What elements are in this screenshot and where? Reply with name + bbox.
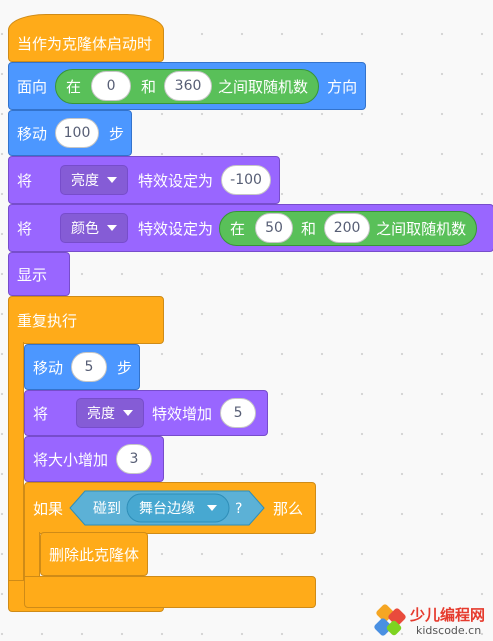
set-prefix-label: 将 xyxy=(17,171,33,190)
touching-label: 碰到 xyxy=(93,501,121,517)
change-effect-block[interactable]: 将 亮度 特效增加 5 xyxy=(24,390,268,436)
change-effect-value-input[interactable]: 5 xyxy=(220,398,257,428)
color-effect-dropdown[interactable]: 颜色 xyxy=(60,213,129,243)
random-post-label-2: 之间取随机数 xyxy=(376,219,467,238)
delete-clone-block[interactable]: 删除此克隆体 xyxy=(40,532,148,576)
if-footer[interactable] xyxy=(24,576,316,608)
forever-arm xyxy=(8,342,24,582)
random-and-label-2: 和 xyxy=(301,219,317,238)
watermark-brand: 少儿编程网 xyxy=(410,606,486,624)
delete-clone-label: 删除此克隆体 xyxy=(49,545,140,564)
question-label: ? xyxy=(235,501,242,517)
change-size-block[interactable]: 将大小增加 3 xyxy=(24,436,164,482)
random-and-label: 和 xyxy=(141,77,157,96)
move-steps-block-inner[interactable]: 移动 5 步 xyxy=(24,344,140,390)
point-in-direction-block[interactable]: 面向 在 0 和 360 之间取随机数 方向 xyxy=(8,62,366,110)
set-effect-label-2: 特效设定为 xyxy=(138,219,214,238)
forever-label: 重复执行 xyxy=(17,311,78,330)
change-prefix-label: 将 xyxy=(33,404,49,423)
if-arm xyxy=(24,532,40,578)
change-size-label: 将大小增加 xyxy=(33,450,109,469)
change-effect-dropdown[interactable]: 亮度 xyxy=(76,398,145,428)
chevron-down-icon xyxy=(107,225,118,231)
pick-random-reporter[interactable]: 在 0 和 360 之间取随机数 xyxy=(55,68,320,104)
random-in-label-2: 在 xyxy=(230,219,246,238)
show-block[interactable]: 显示 xyxy=(8,252,70,296)
move-label-inner: 移动 xyxy=(33,358,64,377)
move-steps-input-inner[interactable]: 5 xyxy=(71,352,108,382)
random-from-input[interactable]: 0 xyxy=(91,71,132,101)
set-effect-label: 特效设定为 xyxy=(138,171,214,190)
move-steps-block[interactable]: 移动 100 步 xyxy=(8,110,132,156)
hat-label: 当作为克隆体启动时 xyxy=(17,34,153,53)
set-prefix-label-2: 将 xyxy=(17,219,33,238)
steps-label: 步 xyxy=(109,124,125,143)
change-effect-dropdown-value: 亮度 xyxy=(87,406,116,422)
chevron-down-icon xyxy=(123,410,134,416)
change-effect-label: 特效增加 xyxy=(152,404,213,423)
forever-header[interactable]: 重复执行 xyxy=(8,296,164,344)
chevron-down-icon xyxy=(207,505,218,511)
when-start-as-clone-hat[interactable]: 当作为克隆体启动时 xyxy=(8,14,164,62)
kidscode-logo-icon xyxy=(374,604,406,636)
color-effect-dropdown-value: 颜色 xyxy=(71,221,100,237)
then-label: 那么 xyxy=(273,499,304,518)
touching-reporter[interactable]: 碰到 舞台边缘 ? xyxy=(69,490,265,526)
watermark-domain: kidscode.cn xyxy=(416,624,482,637)
move-label: 移动 xyxy=(17,124,48,143)
touching-target-value: 舞台边缘 xyxy=(139,501,195,517)
set-color-effect-block[interactable]: 将 颜色 特效设定为 在 50 和 200 之间取随机数 xyxy=(8,204,493,252)
steps-label-inner: 步 xyxy=(117,358,133,377)
chevron-down-icon xyxy=(107,177,118,183)
point-label: 面向 xyxy=(17,77,48,96)
direction-label: 方向 xyxy=(327,77,358,96)
watermark: 少儿编程网 kidscode.cn xyxy=(372,602,492,640)
show-label: 显示 xyxy=(17,265,48,284)
if-label: 如果 xyxy=(33,499,64,518)
random-to-input-2[interactable]: 200 xyxy=(324,213,371,243)
set-effect-block[interactable]: 将 亮度 特效设定为 -100 xyxy=(8,156,280,204)
move-steps-input[interactable]: 100 xyxy=(55,118,100,148)
random-from-input-2[interactable]: 50 xyxy=(255,213,294,243)
if-header[interactable]: 如果 碰到 舞台边缘 ? 那么 xyxy=(24,482,316,534)
random-post-label: 之间取随机数 xyxy=(218,77,309,96)
touching-target-dropdown[interactable] xyxy=(126,493,230,523)
random-to-input[interactable]: 360 xyxy=(164,71,213,101)
random-in-label: 在 xyxy=(66,77,82,96)
pick-random-reporter-2[interactable]: 在 50 和 200 之间取随机数 xyxy=(219,210,478,246)
if-then-block[interactable]: 如果 碰到 舞台边缘 ? 那么 xyxy=(24,482,316,608)
change-size-input[interactable]: 3 xyxy=(116,444,153,474)
effect-value-input[interactable]: -100 xyxy=(221,165,272,195)
effect-dropdown-value: 亮度 xyxy=(71,173,100,189)
effect-dropdown[interactable]: 亮度 xyxy=(60,165,129,195)
